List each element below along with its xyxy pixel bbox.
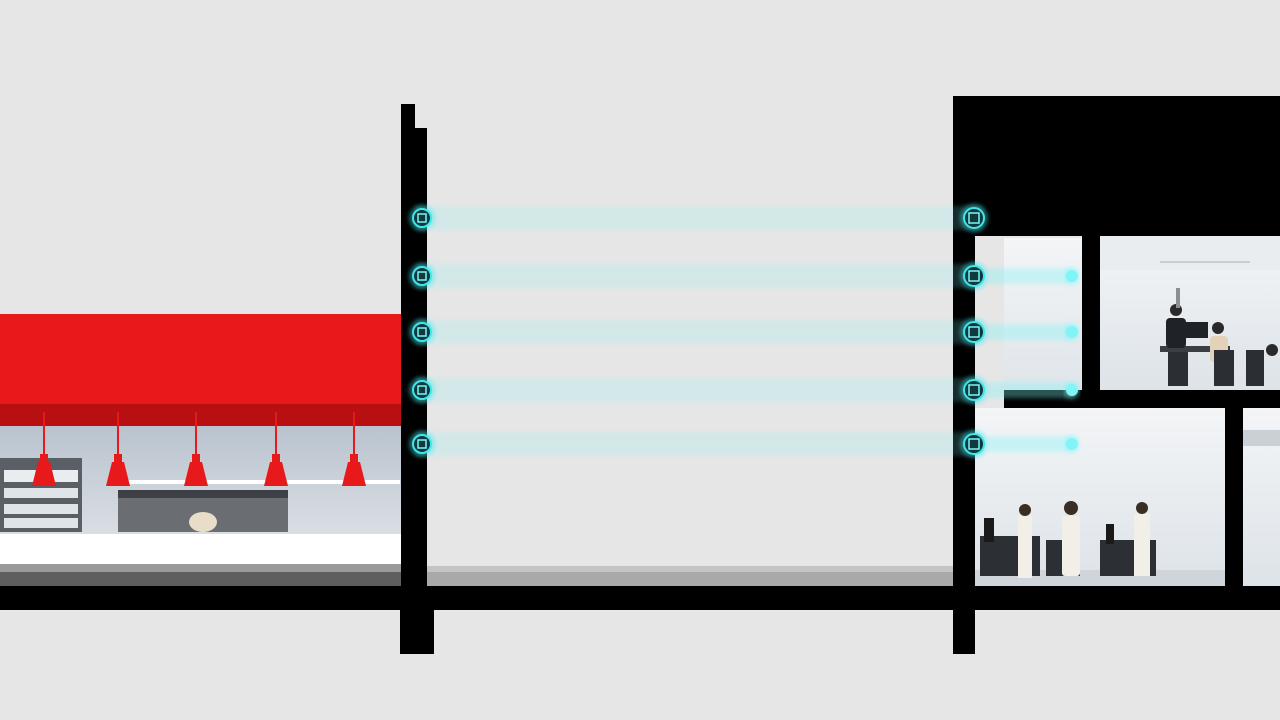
building-roof [955,96,1280,236]
lock-icon [409,319,435,345]
lock-icon [960,204,988,232]
pendant-lamps [32,412,366,486]
pendant-lamp-icon [264,412,288,486]
awning-shadow [0,404,402,426]
pendant-lamp-icon [106,412,130,486]
lock-icon [960,430,988,458]
upper-corridor [1004,238,1082,408]
lab-workers [980,501,1156,578]
pendant-lamp-icon [32,412,56,486]
office-workers [1160,288,1278,386]
awning [0,314,402,404]
office-building [953,96,1280,654]
lower-lab [975,408,1225,586]
center-gap [426,566,956,588]
connection-beam [409,318,1078,346]
lock-icon [960,318,988,346]
door-icon [960,262,988,290]
left-wall [400,104,434,654]
connection-beam [409,204,988,232]
door-icon [409,263,435,289]
connection-beam [409,430,1078,458]
side-room [1243,408,1280,586]
upper-office [1100,236,1280,390]
connection-beams [409,204,1078,458]
connection-beam [409,376,1078,404]
display-counter [118,490,288,532]
lock-icon [409,431,435,457]
lock-icon [409,205,435,231]
ground-slab [0,586,1280,610]
store-floor [0,534,402,564]
door-icon [960,376,988,404]
ceiling-light-strip [120,480,400,484]
door-icon [409,377,435,403]
pendant-lamp-icon [184,412,208,486]
connection-beam [409,262,1078,290]
storefront-section [0,314,402,586]
pendant-lamp-icon [342,412,366,486]
